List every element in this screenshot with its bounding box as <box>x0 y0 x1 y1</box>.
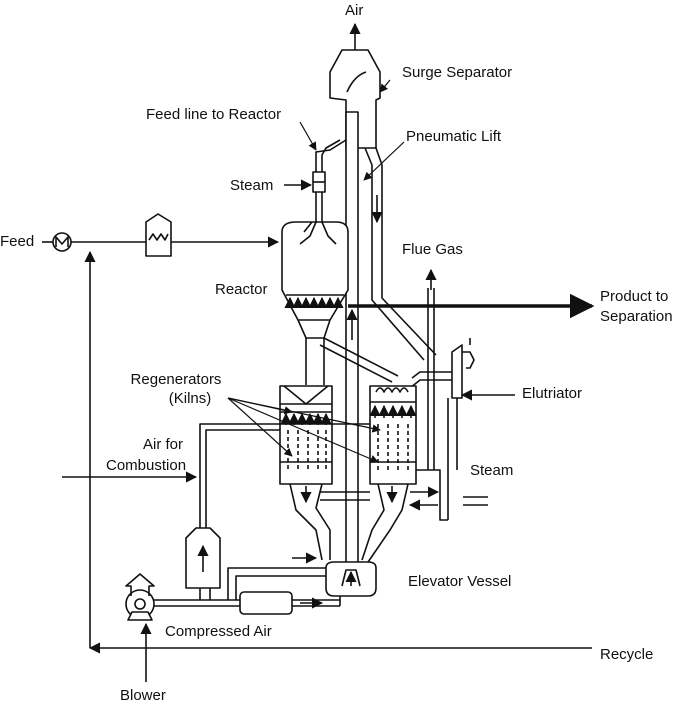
flue-gas-stack <box>425 268 437 470</box>
reactor-transfer-line <box>319 344 393 383</box>
regenerators-label-2: (Kilns) <box>168 390 212 407</box>
flue-gas-label: Flue Gas <box>402 241 463 258</box>
leader-lines <box>227 79 405 463</box>
surge-separator-label: Surge Separator <box>402 64 513 81</box>
elevator-inlet-line <box>227 567 326 600</box>
product-label-2: Separation <box>600 308 673 325</box>
reactor-transfer-line-2 <box>323 337 399 377</box>
regenerators-label-1: Regenerators <box>130 371 222 388</box>
left-regenerator <box>279 385 333 561</box>
compressed-air-line <box>154 591 341 615</box>
catalyst-downcomer <box>364 147 437 361</box>
steam-top-label: Steam <box>230 177 274 194</box>
recycle-line <box>84 250 592 654</box>
blower-label: Blower <box>120 687 166 704</box>
reactor-label: Reactor <box>215 281 268 298</box>
pneumatic-lift-label: Pneumatic Lift <box>406 128 502 145</box>
air-label: Air <box>345 2 364 19</box>
feed-line-to-reactor <box>312 139 347 222</box>
feed-label: Feed <box>0 233 35 250</box>
compressed-air-label: Compressed Air <box>165 623 272 640</box>
air-for-combustion-line <box>62 423 370 530</box>
elevator-vessel-label: Elevator Vessel <box>408 573 512 590</box>
furnace-icon <box>145 213 172 257</box>
feed-line <box>42 232 280 252</box>
elutriator <box>409 338 475 520</box>
feed-line-label: Feed line to Reactor <box>146 106 282 123</box>
product-label-1: Product to <box>600 288 669 305</box>
pneumatic-lift <box>345 111 359 583</box>
air-preheater-vessel <box>185 527 221 600</box>
elevator-inlet-line-2 <box>235 575 326 600</box>
recycle-label: Recycle <box>600 646 654 663</box>
steam-right-label: Steam <box>470 462 514 479</box>
air-combustion-label-1: Air for <box>142 436 183 453</box>
regenerator-right-connection <box>416 469 448 521</box>
reactor-vessel <box>281 221 349 385</box>
air-combustion-label-2: Combustion <box>106 457 187 474</box>
elutriator-label: Elutriator <box>522 385 583 402</box>
blower-icon <box>125 573 155 682</box>
elevator-vessel <box>325 561 377 597</box>
right-regenerator <box>361 385 417 566</box>
